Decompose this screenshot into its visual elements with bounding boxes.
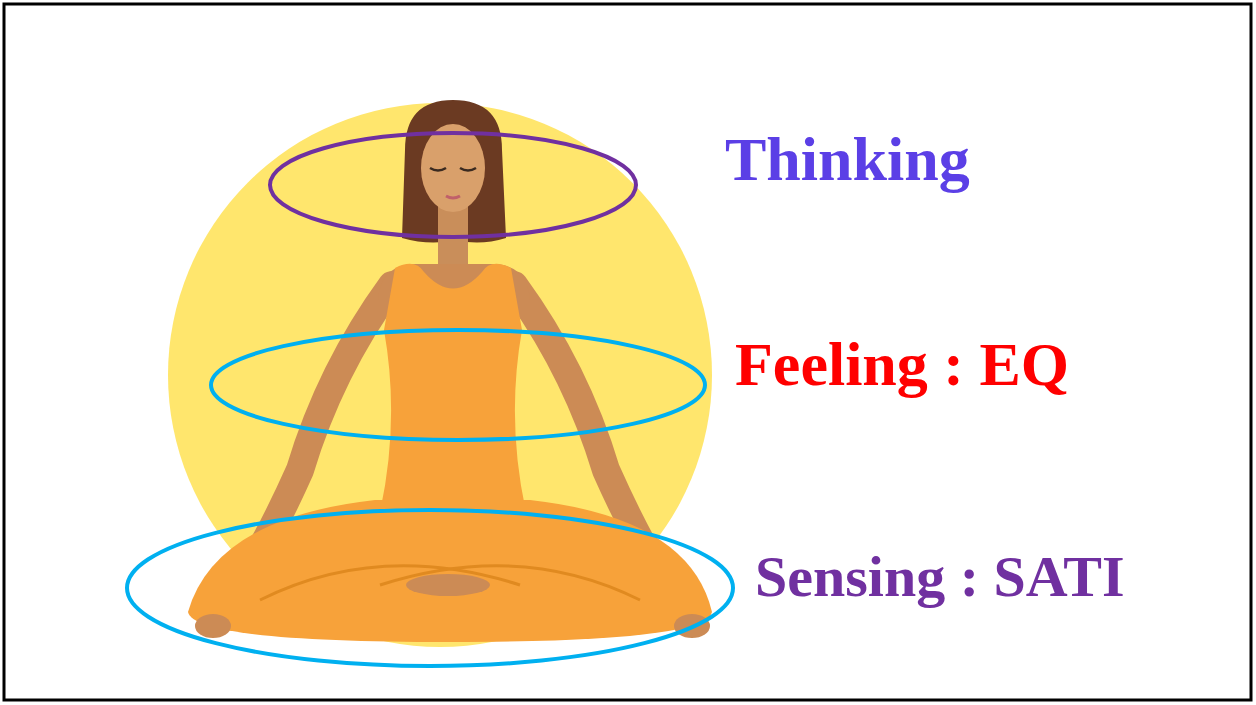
face: [421, 124, 485, 212]
level-label: Sensing : SATI: [755, 545, 1125, 609]
sun-circle: [168, 103, 712, 647]
level-label: Feeling : EQ: [735, 330, 1069, 398]
tank-top: [380, 264, 526, 512]
level-label: Thinking: [725, 125, 970, 193]
frame: [4, 4, 1251, 700]
hand: [195, 614, 231, 638]
head-ring: [270, 133, 636, 237]
chest-ring: [211, 330, 705, 440]
base-ring: [127, 510, 733, 666]
